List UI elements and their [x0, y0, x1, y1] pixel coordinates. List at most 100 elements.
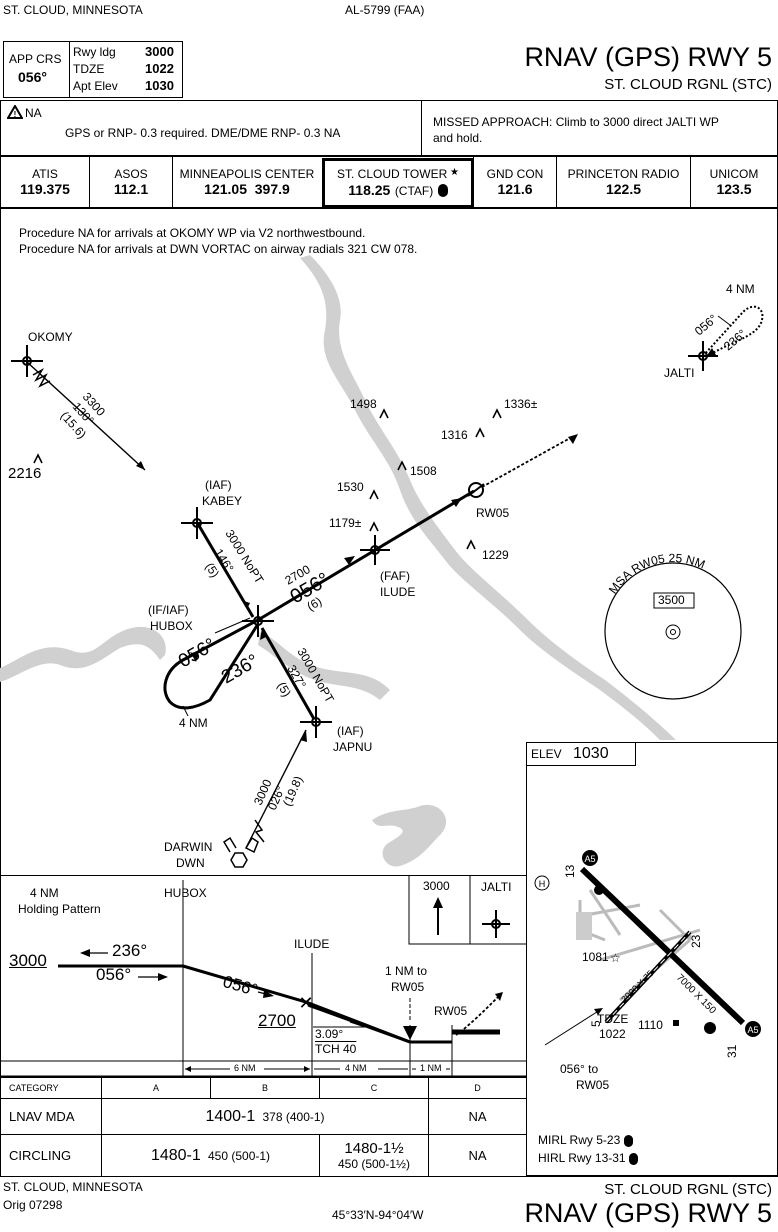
chart-id: AL-5799 (FAA) [345, 3, 425, 17]
hirl-note: HIRL Rwy 13-31 [538, 1151, 638, 1165]
kabey-role: (IAF) [205, 478, 232, 492]
obstacle-1530: 1530 [337, 480, 364, 494]
plan-view-map: 3300 130° (15.6) 3000 NoPT 146° (5) 2700… [0, 255, 764, 868]
msa-label-text: MSA RW05 25 NM [606, 551, 707, 596]
profile-dist-1: 1 NM [420, 1063, 442, 1073]
warning-triangle-icon: ! [7, 105, 23, 119]
elev-value: 1030 [573, 745, 609, 762]
pcl-badge-icon [628, 1152, 638, 1165]
profile-course-out: 236° [112, 941, 148, 960]
obstacle-1336: 1336± [504, 397, 538, 411]
comm-asos-freq: 112.1 [113, 181, 149, 197]
circling-label: CIRCLING [0, 1134, 102, 1177]
msa-label: MSA RW05 25 NM [606, 551, 707, 596]
comm-atis: ATIS 119.375 [1, 157, 89, 207]
apt-elev-value: 1030 [145, 78, 174, 93]
comm-gnd-freq: 121.6 [497, 181, 533, 197]
apron [576, 912, 592, 940]
japnu-waypoint-icon [300, 706, 332, 738]
a5-label-2: A5 [747, 1025, 758, 1035]
obstacle-1110-icon [673, 1020, 679, 1026]
profile-hubox: HUBOX [164, 886, 207, 900]
svg-text:!: ! [14, 110, 17, 119]
comm-center-freq: 121.05 397.9 [204, 181, 290, 197]
hubox-hold-outbound: 236° [218, 650, 263, 688]
ilude-x-icon: ✕ [298, 993, 313, 1013]
diagram-tdze-value: 1022 [599, 1027, 626, 1041]
rwy-23-label: 23 [689, 934, 703, 948]
comm-unicom: UNICOM 123.5 [691, 157, 777, 207]
profile-course-in: 056° [96, 965, 132, 984]
circ-c-sub: 450 (500-1½) [337, 1157, 411, 1171]
obstacle-1498: 1498 [350, 397, 377, 411]
profile-tch: TCH 40 [315, 1042, 357, 1056]
comm-atis-freq: 119.375 [20, 181, 70, 197]
airport-name: ST. CLOUD RGNL (STC) [604, 76, 772, 93]
comm-center-name: MINNEAPOLIS CENTER [179, 167, 315, 181]
approach-info-box: APP CRS 056° Rwy ldg 3000 TDZE 1022 Apt … [3, 41, 183, 98]
comm-radio: PRINCETON RADIO 122.5 [557, 157, 690, 207]
comm-asos: ASOS 112.1 [90, 157, 172, 207]
jalti-hold-length: 4 NM [726, 282, 755, 296]
a5-label-1: A5 [584, 854, 595, 864]
okomy-label: OKOMY [28, 330, 73, 344]
msa-circle [604, 562, 742, 700]
msa-altitude: 3500 [658, 593, 685, 607]
profile-alt-2700: 2700 [258, 1011, 296, 1030]
okomy-leg [26, 361, 146, 471]
obstacle-1508: 1508 [410, 464, 437, 478]
japnu-role: (IAF) [337, 724, 364, 738]
footer-coords: 45°33′N-94°04′W [332, 1208, 424, 1222]
rwy-5-23-dims: 3000 X 75 [619, 968, 655, 1004]
comm-asos-name: ASOS [114, 167, 148, 181]
final-course-to: 056° to [560, 1062, 599, 1076]
jalti-label: JALTI [664, 366, 695, 380]
obstacle-1081: 1081 [582, 950, 609, 964]
footer-title: RNAV (GPS) RWY 5 [524, 1198, 772, 1228]
kabey-waypoint-icon [181, 507, 213, 539]
comm-gnd-name: GND CON [486, 167, 544, 181]
final-dist: (6) [305, 594, 325, 613]
runway-13-31 [579, 866, 746, 1026]
notes-box: ! NA GPS or RNP- 0.3 required. DME/DME R… [0, 100, 778, 156]
obstacle-1229: 1229 [482, 548, 509, 562]
rwy-31-label: 31 [725, 1044, 739, 1058]
obstacle-1179: 1179± [329, 516, 362, 530]
missed-approach-line2: and hold. [433, 131, 483, 145]
helipad-icon [534, 875, 550, 891]
cat-b: B [210, 1076, 320, 1099]
dwn-label: DWN [176, 856, 205, 870]
footer-orig: Orig 07298 [3, 1198, 63, 1212]
jalti-profile-waypoint-icon [482, 910, 510, 938]
category-label: CATEGORY [0, 1076, 102, 1099]
comm-atis-name: ATIS [32, 167, 58, 181]
cat-d: D [428, 1076, 527, 1099]
kabey-dist: (5) [202, 560, 222, 580]
darwin-label: DARWIN [164, 840, 213, 854]
profile-nm-to: 1 NM to [385, 964, 428, 978]
kabey-leg [196, 523, 255, 618]
waypoints [11, 341, 718, 738]
header-location: ST. CLOUD, MINNESOTA [3, 3, 143, 17]
chart-title: RNAV (GPS) RWY 5 [524, 42, 772, 72]
japnu-leg [260, 627, 316, 720]
profile-nm-to-rw: RW05 [391, 980, 425, 994]
cat-a: A [101, 1076, 211, 1099]
hubox-hold-inbound: 056° [175, 634, 220, 672]
darwin-leg [245, 729, 307, 849]
okomy-waypoint-icon [11, 345, 43, 377]
profile-alt-3000: 3000 [9, 951, 47, 970]
lnav-d: NA [428, 1098, 527, 1135]
rwy-ldg-label: Rwy ldg [73, 45, 116, 59]
rwy-ldg-value: 3000 [145, 44, 174, 59]
obstacle-1110: 1110 [638, 1018, 663, 1032]
rwy-13-label: 13 [563, 864, 577, 878]
missed-approach-line1: MISSED APPROACH: Climb to 3000 direct JA… [433, 115, 719, 129]
plan-note-1: Procedure NA for arrivals at OKOMY WP vi… [19, 226, 366, 240]
gps-note: GPS or RNP- 0.3 required. DME/DME RNP- 0… [65, 126, 341, 140]
ilude-role: (FAF) [380, 569, 410, 583]
hubox-label: HUBOX [150, 619, 193, 633]
obstacle-1316: 1316 [441, 428, 468, 442]
ilude-waypoint-icon [360, 535, 390, 565]
